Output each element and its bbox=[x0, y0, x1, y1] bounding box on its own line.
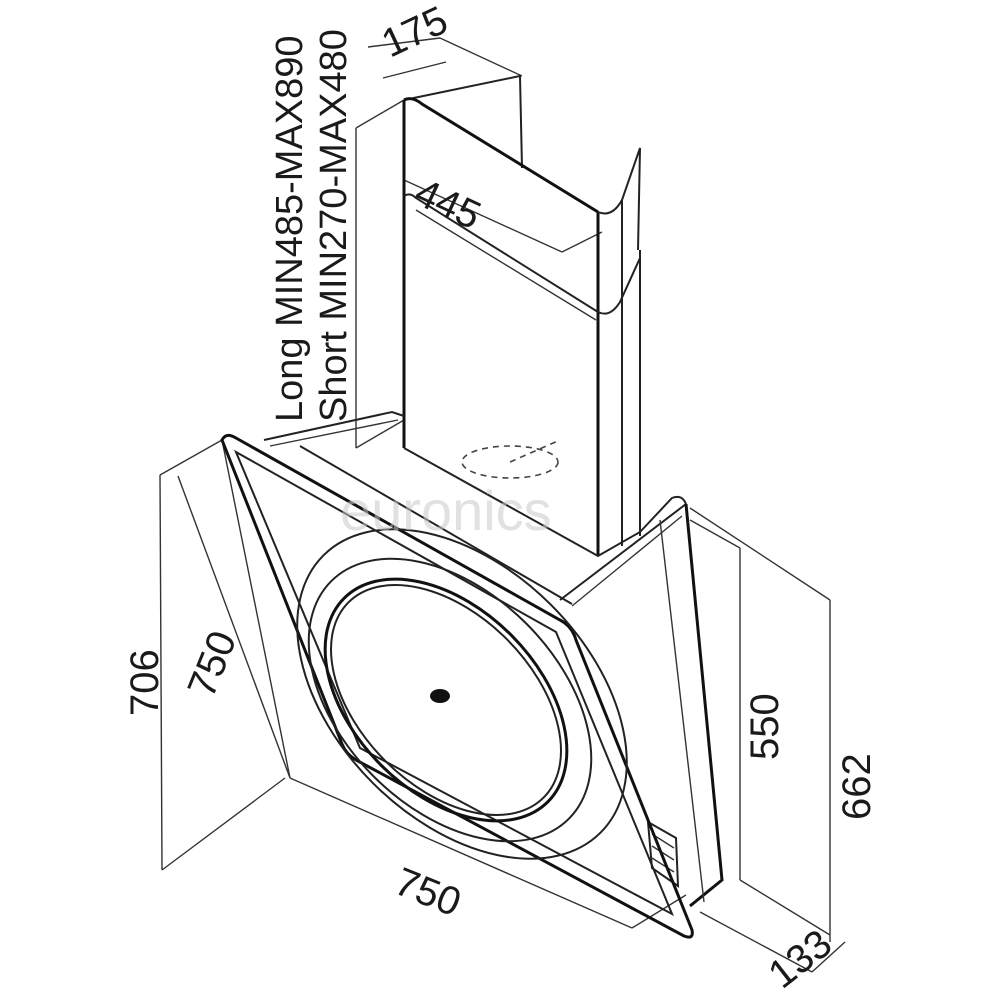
watermark-text: euronics bbox=[340, 479, 552, 542]
short-range-label: Short MIN270-MAX480 bbox=[313, 29, 355, 422]
dim-chimney-width: 445 bbox=[408, 170, 487, 238]
dim-body-height: 550 bbox=[743, 693, 787, 760]
dim-glass-height-inner: 750 bbox=[180, 625, 246, 703]
dimension-lines bbox=[159, 37, 846, 973]
dim-depth: 133 bbox=[760, 921, 840, 997]
dim-total-height: 662 bbox=[835, 753, 879, 820]
long-range-label: Long MIN485-MAX890 bbox=[269, 35, 311, 422]
center-knob-icon bbox=[430, 689, 450, 703]
filter-rings bbox=[296, 439, 628, 860]
dim-chimney-depth: 175 bbox=[375, 0, 454, 66]
dim-glass-width: 750 bbox=[389, 860, 467, 926]
chimney bbox=[402, 74, 641, 558]
hood-body bbox=[263, 410, 724, 908]
dim-glass-height-outer: 706 bbox=[123, 649, 167, 716]
